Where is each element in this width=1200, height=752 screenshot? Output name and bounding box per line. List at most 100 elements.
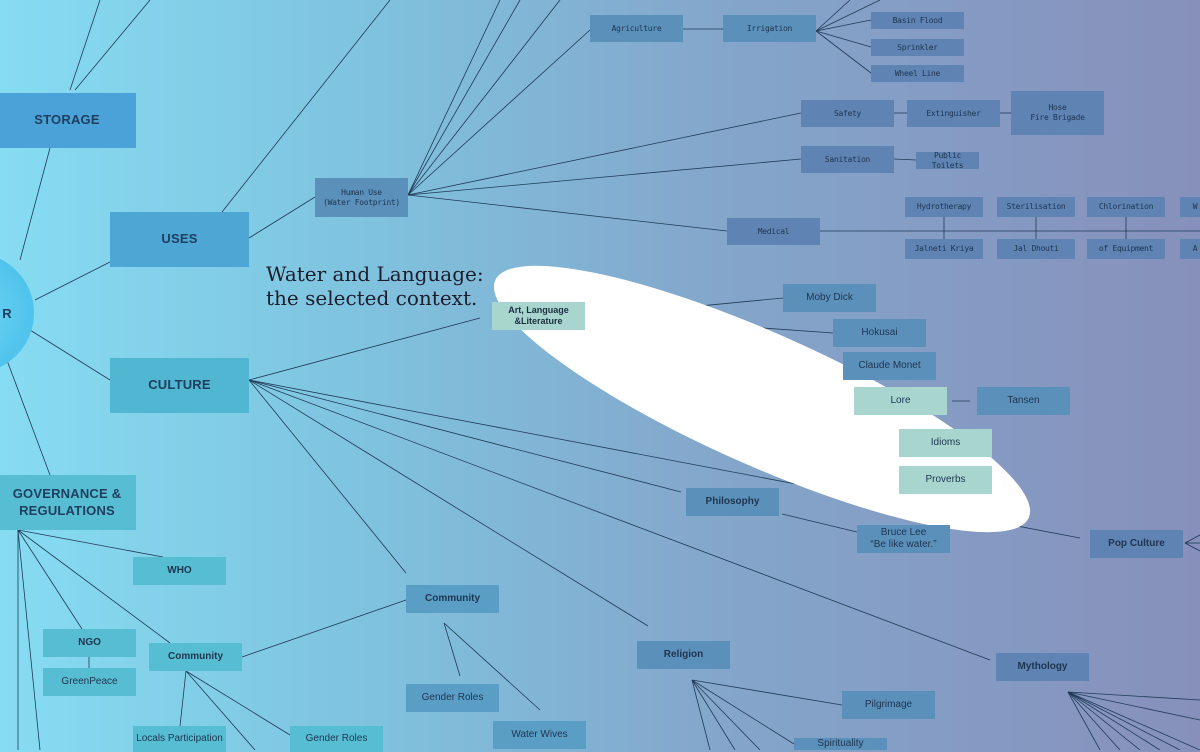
agriculture-node[interactable]: Agriculture — [590, 15, 683, 42]
connector-line — [443, 622, 461, 677]
center-node-label: R — [2, 305, 12, 321]
connector-line — [815, 0, 851, 32]
connector-line — [815, 30, 872, 74]
connector-line — [691, 679, 711, 750]
culture-community-node[interactable]: Community — [406, 585, 499, 613]
public-toilets-node[interactable]: Public Toilets — [916, 151, 979, 170]
connector-line — [407, 29, 591, 196]
connector-line — [185, 670, 291, 736]
connector-line — [17, 529, 83, 630]
connector-line — [248, 196, 316, 239]
connector-line — [29, 329, 111, 381]
connector-line — [17, 529, 164, 558]
hose-fire-brigade-node[interactable]: Hose Fire Brigade — [1011, 91, 1104, 135]
connector-line — [179, 670, 187, 727]
pilgrimage-node[interactable]: Pilgrimage — [842, 691, 935, 719]
connector-line — [407, 0, 561, 196]
culture-node[interactable]: CULTURE — [110, 358, 249, 413]
greenpeace-node[interactable]: GreenPeace — [43, 668, 136, 696]
culture-gender-roles-node[interactable]: Gender Roles — [406, 684, 499, 712]
governance-regulations-node[interactable]: GOVERNANCE & REGULATIONS — [0, 475, 136, 530]
connector-line — [1184, 542, 1200, 552]
connector-line — [407, 0, 521, 196]
religion-node[interactable]: Religion — [637, 641, 730, 669]
connector-line — [815, 30, 872, 48]
irrigation-node[interactable]: Irrigation — [723, 15, 816, 42]
connector-line — [691, 679, 843, 706]
lore-node[interactable]: Lore — [854, 387, 947, 415]
connector-line — [248, 379, 649, 627]
connector-line — [443, 622, 541, 711]
connector-line — [1067, 691, 1121, 750]
governance-gender-roles-node[interactable]: Gender Roles — [290, 726, 383, 752]
medical-node[interactable]: Medical — [727, 218, 820, 245]
connector-line — [893, 158, 917, 161]
philosophy-node[interactable]: Philosophy — [686, 488, 779, 516]
proverbs-node[interactable]: Proverbs — [899, 466, 992, 494]
connector-line — [17, 529, 171, 644]
moby-dick-node[interactable]: Moby Dick — [783, 284, 876, 312]
connector-line — [407, 112, 802, 196]
hydrotherapy-node[interactable]: Hydrotherapy — [905, 197, 983, 217]
connector-line — [248, 379, 991, 661]
equipment-node[interactable]: of Equipment — [1087, 239, 1165, 259]
human-use-node[interactable]: Human Use (Water Footprint) — [315, 178, 408, 217]
governance-community-node[interactable]: Community — [149, 643, 242, 671]
connector-line — [1067, 691, 1200, 750]
connector-line — [815, 0, 881, 32]
connector-line — [1067, 691, 1200, 721]
pop-culture-node[interactable]: Pop Culture — [1090, 530, 1183, 558]
art-language-literature-node[interactable]: Art, Language &Literature — [492, 302, 585, 330]
ngo-node[interactable]: NGO — [43, 629, 136, 657]
claude-monet-node[interactable]: Claude Monet — [843, 352, 936, 380]
connector-line — [1067, 691, 1181, 750]
connector-line — [1067, 691, 1200, 701]
wheel-line-node[interactable]: Wheel Line — [871, 65, 964, 82]
connector-line — [19, 147, 51, 261]
who-node[interactable]: WHO — [133, 557, 226, 585]
connector-line — [221, 0, 391, 213]
sprinkler-node[interactable]: Sprinkler — [871, 39, 964, 56]
connector-line — [34, 261, 111, 301]
connector-line — [691, 679, 761, 750]
storage-node[interactable]: STORAGE — [0, 93, 136, 148]
bruce-lee-node[interactable]: Bruce Lee “Be like water.” — [857, 525, 950, 553]
selected-context-highlight — [493, 265, 1031, 533]
connector-line — [815, 19, 872, 32]
connector-line — [1184, 534, 1200, 544]
extinguisher-node[interactable]: Extinguisher — [907, 100, 1000, 127]
connector-line — [248, 379, 407, 574]
mythology-node[interactable]: Mythology — [996, 653, 1089, 681]
connector-line — [17, 529, 41, 750]
connector-line — [691, 679, 795, 745]
jal-dhouti-node[interactable]: Jal Dhouti — [997, 239, 1075, 259]
sanitation-node[interactable]: Sanitation — [801, 146, 894, 173]
uses-node[interactable]: USES — [110, 212, 249, 267]
spirituality-partial-node[interactable]: Spirituality — [794, 738, 887, 750]
connector-line — [1067, 691, 1161, 750]
connector-line — [691, 679, 736, 750]
selected-context-heading: Water and Language: the selected context… — [266, 262, 484, 311]
jalneti-kriya-node[interactable]: Jalneti Kriya — [905, 239, 983, 259]
connector-line — [248, 317, 481, 381]
basin-flood-node[interactable]: Basin Flood — [871, 12, 964, 29]
center-water-node[interactable] — [0, 253, 34, 373]
tansen-node[interactable]: Tansen — [977, 387, 1070, 415]
connector-line — [241, 599, 407, 658]
connector-line — [407, 194, 728, 232]
locals-participation-node[interactable]: Locals Participation — [133, 726, 226, 752]
safety-node[interactable]: Safety — [801, 100, 894, 127]
w-partial-node[interactable]: W — [1180, 197, 1200, 217]
connector-line — [1067, 691, 1141, 750]
a-partial-node[interactable]: A — [1180, 239, 1200, 259]
connector-line — [781, 513, 858, 533]
sterilisation-node[interactable]: Sterilisation — [997, 197, 1075, 217]
connector-line — [4, 354, 51, 476]
connector-line — [1067, 691, 1101, 750]
hokusai-node[interactable]: Hokusai — [833, 319, 926, 347]
water-wives-node[interactable]: Water Wives — [493, 721, 586, 749]
connector-line — [248, 379, 682, 493]
idioms-node[interactable]: Idioms — [899, 429, 992, 457]
chlorination-node[interactable]: Chlorination — [1087, 197, 1165, 217]
